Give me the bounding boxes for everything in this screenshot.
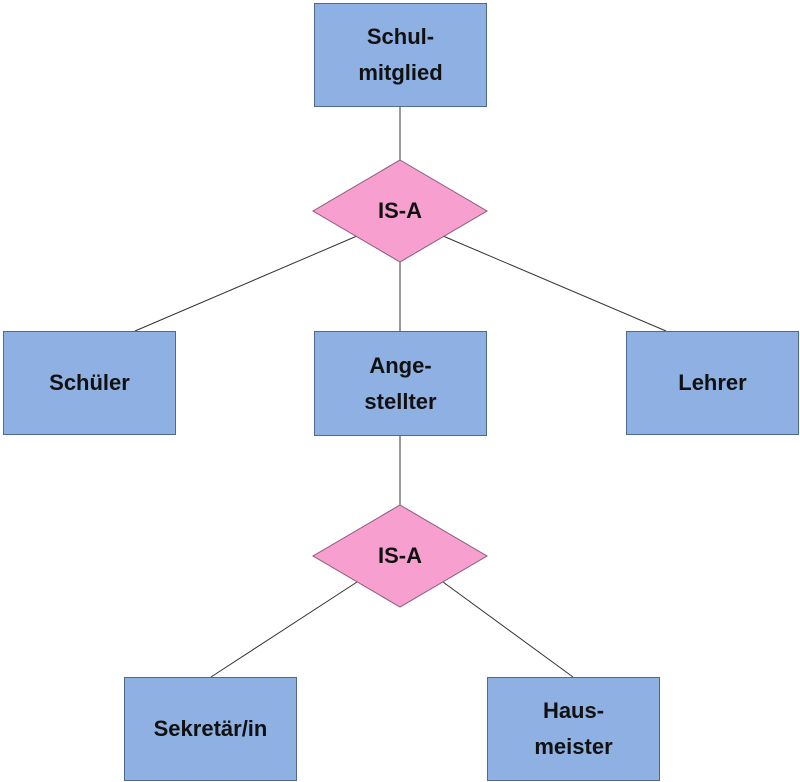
isa-relation-top-label: IS-A [378,198,422,223]
connector-isa-sekretaer [210,581,358,678]
entity-angestellter: Ange- stellter [314,331,487,436]
connector-isa-hausmeister [442,581,574,678]
entity-sekretaer-label: Sekretär/in [153,716,268,741]
isa-relation-bottom-label: IS-A [378,543,422,568]
entity-lehrer-label: Lehrer [678,370,747,395]
entity-hausmeister-label: Haus- meister [534,698,613,759]
entity-angestellter-label: Ange- stellter [364,352,437,414]
entity-hausmeister: Haus- meister [487,677,660,781]
entity-schueler: Schüler [3,331,176,435]
connector-isa-schueler [134,235,358,332]
isa-relation-top-diamond [312,159,488,263]
entity-schueler-label: Schüler [49,370,130,395]
entity-schulmitglied-label: Schul- mitglied [358,24,443,85]
entity-sekretaer: Sekretär/in [124,677,297,781]
isa-relation-bottom-diamond [312,504,488,608]
entity-lehrer: Lehrer [626,331,799,435]
connector-isa-lehrer [442,235,667,332]
entity-schulmitglied: Schul- mitglied [314,3,487,107]
